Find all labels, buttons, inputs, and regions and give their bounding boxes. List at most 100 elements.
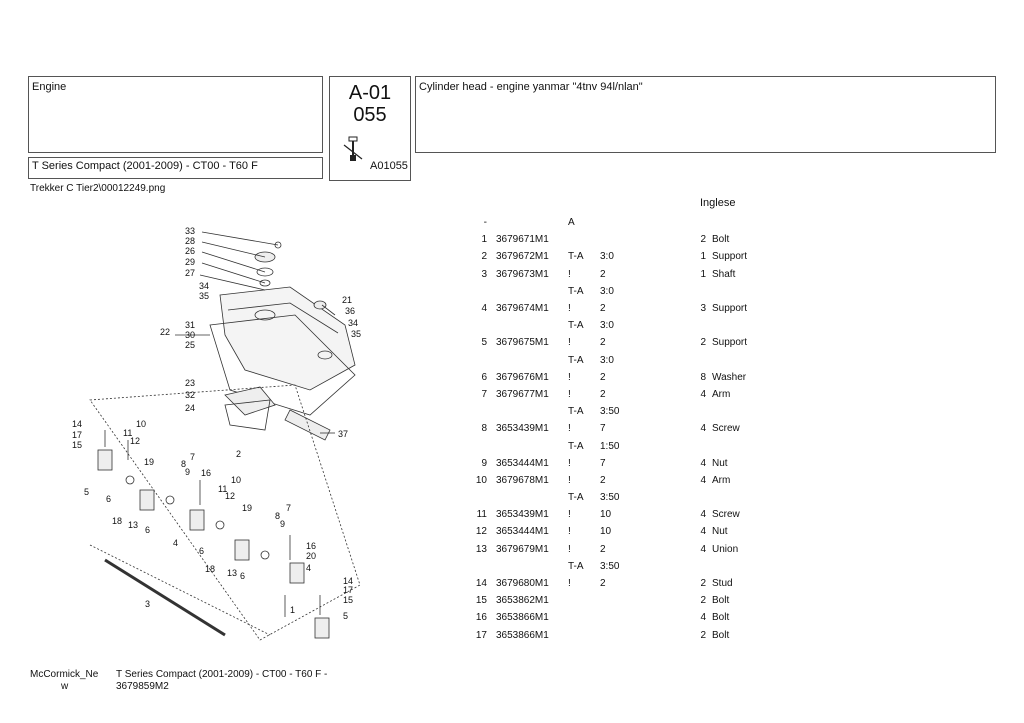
part-value: 2	[600, 337, 606, 349]
diagram-label: 1	[290, 605, 295, 615]
part-quantity: 4	[700, 543, 706, 555]
part-note: !	[568, 457, 571, 469]
part-quantity	[691, 283, 709, 300]
part-quantity: 3	[700, 303, 706, 315]
page-title: Cylinder head - engine yanmar "4tnv 94l/…	[419, 81, 643, 93]
part-description: Union	[712, 543, 739, 555]
part-quantity: 4	[700, 526, 706, 538]
part-description: Bolt	[712, 595, 730, 607]
part-code: 3679674M1	[496, 303, 549, 315]
part-value: 3:0	[600, 320, 614, 332]
series-title: T Series Compact (2001-2009) - CT00 - T6…	[32, 160, 258, 172]
part-code: 3679671M1	[496, 234, 549, 246]
diagram-label: 33	[185, 226, 195, 236]
part-quantity: 2	[700, 234, 706, 246]
diagram-label: 29	[185, 257, 195, 267]
part-quantity: 4	[700, 509, 706, 521]
footer-doc-1: T Series Compact (2001-2009) - CT00 - T6…	[116, 669, 328, 680]
diagram-label: 35	[199, 291, 209, 301]
series-box: T Series Compact (2001-2009) - CT00 - T6…	[28, 157, 323, 179]
part-note: T-A	[568, 285, 584, 297]
part-value: 1:50	[600, 440, 620, 452]
diagram-label: 3	[145, 599, 150, 609]
part-description	[709, 317, 775, 334]
part-note: !	[568, 371, 571, 383]
diagram-label: 19	[242, 503, 252, 513]
diagram-label: 30	[185, 330, 195, 340]
part-number-index	[470, 489, 493, 506]
part-value: 3:0	[600, 285, 614, 297]
part-description	[709, 403, 775, 420]
part-note	[565, 231, 597, 248]
diagram-label: 5	[84, 487, 89, 497]
part-description	[709, 352, 775, 369]
part-code	[493, 489, 565, 506]
part-number-index	[470, 352, 493, 369]
diagram-label: 9	[280, 519, 285, 529]
diagram-label: 32	[185, 390, 195, 400]
part-code	[493, 403, 565, 420]
part-value	[597, 592, 691, 609]
part-number-index: 14	[475, 578, 487, 590]
part-description: Bolt	[712, 612, 730, 624]
part-note: T-A	[568, 251, 584, 263]
code-bottom: 055	[353, 104, 387, 126]
part-quantity: 1	[700, 251, 706, 263]
part-number-index: 10	[475, 474, 487, 486]
part-quantity: 4	[700, 474, 706, 486]
part-quantity: 4	[700, 457, 706, 469]
part-value: 2	[600, 543, 606, 555]
part-value	[597, 609, 691, 626]
diagram-label: 31	[185, 320, 195, 330]
language-label: Inglese	[700, 197, 736, 209]
part-quantity: 4	[700, 423, 706, 435]
diagram-label: 23	[185, 378, 195, 388]
diagram-label: 16	[201, 468, 211, 478]
part-description: Arm	[712, 388, 731, 400]
diagram-label: 7	[190, 452, 195, 462]
part-number-index: 17	[475, 629, 487, 641]
diagram-label: 12	[130, 436, 140, 446]
diagram-label: 14	[343, 576, 353, 586]
image-code: A01055	[370, 160, 408, 172]
part-quantity: 1	[700, 268, 706, 280]
part-number-index: 16	[475, 612, 487, 624]
part-code: 3679675M1	[496, 337, 549, 349]
diagram-label: 14	[72, 419, 82, 429]
diagram-label: 21	[342, 295, 352, 305]
part-code: 3653866M1	[496, 612, 549, 624]
table-row: T-A 3:0	[470, 283, 775, 300]
diagram-label: 11	[123, 428, 132, 438]
part-description: Bolt	[712, 629, 730, 641]
diagram-label: 4	[173, 538, 178, 548]
part-code: 3679678M1	[496, 474, 549, 486]
part-value: 10	[600, 526, 612, 538]
code-top: A-01	[348, 82, 392, 104]
part-note: !	[568, 388, 571, 400]
part-number-index	[470, 317, 493, 334]
diagram-label: 34	[199, 281, 209, 291]
exploded-diagram: 33 28 26 29 27 34 35 22 31 30 25 21 36 3…	[72, 226, 361, 641]
part-number-index: 12	[475, 526, 487, 538]
part-code: 3679679M1	[496, 543, 549, 555]
part-quantity: 2	[700, 595, 706, 607]
part-quantity	[691, 403, 709, 420]
part-description: Screw	[712, 509, 740, 521]
diagram-label: 13	[227, 568, 237, 578]
diagram-label: 17	[72, 430, 82, 440]
footer-brand-2: w	[61, 681, 69, 692]
title-box: Cylinder head - engine yanmar "4tnv 94l/…	[415, 76, 996, 153]
part-number-index	[470, 283, 493, 300]
part-description: Nut	[712, 457, 728, 469]
part-number-index: 11	[476, 509, 487, 521]
